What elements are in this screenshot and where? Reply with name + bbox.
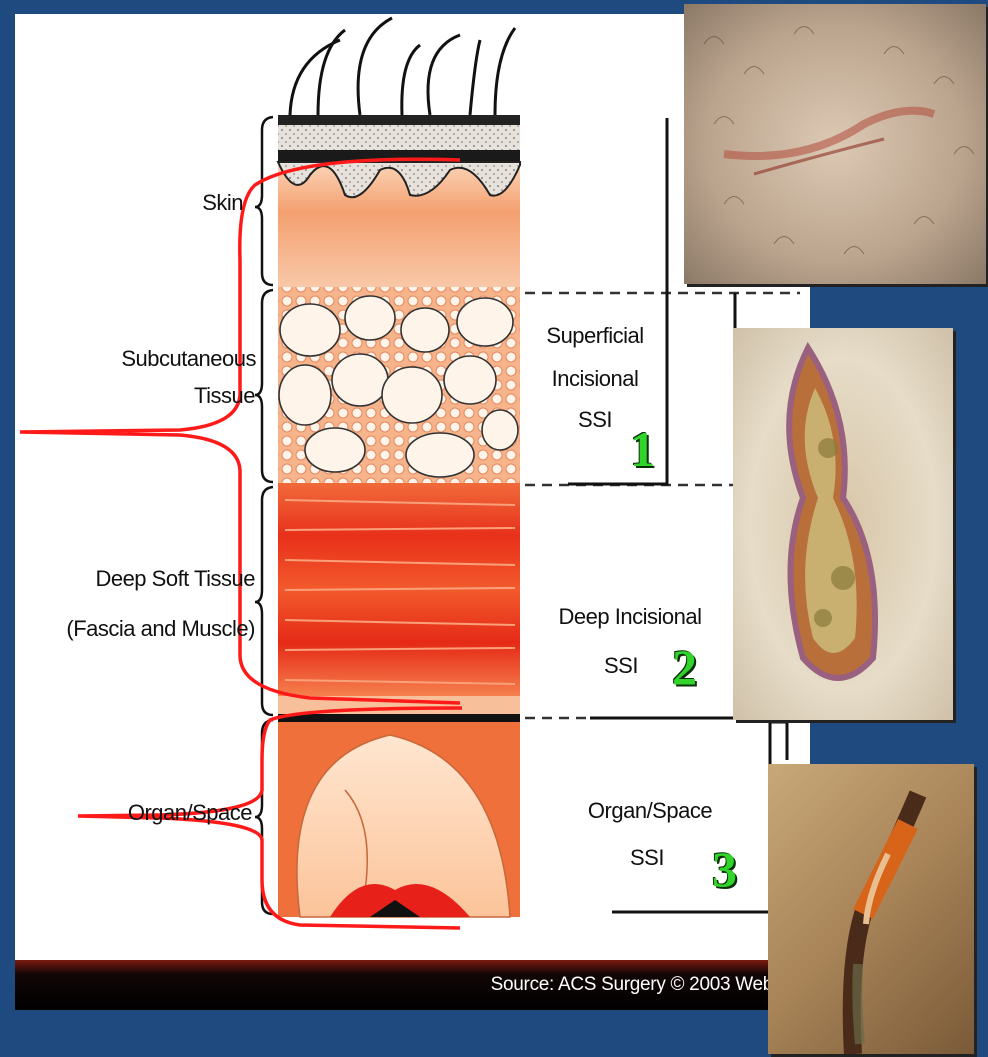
epidermis-top: [278, 115, 520, 125]
photo-deep-ssi: [733, 328, 953, 720]
label-skin: Skin: [202, 190, 243, 216]
number-1: 1: [630, 420, 655, 478]
number-3: 3: [712, 840, 737, 898]
deep-wound-image: [733, 328, 953, 720]
label-subcutaneous-1: Subcutaneous: [121, 346, 256, 372]
label-deep-2: (Fascia and Muscle): [66, 616, 255, 642]
label-deep-1: Deep Soft Tissue: [95, 566, 255, 592]
source-footer: Source: ACS Surgery © 2003 WebMD: [15, 960, 810, 1010]
source-text: Source: ACS Surgery © 2003 WebMD: [491, 974, 802, 996]
label-organ-ssi-2: SSI: [630, 845, 664, 871]
label-subcutaneous-2: Tissue: [194, 383, 255, 409]
organ-space-wound-image: [768, 764, 974, 1054]
left-layer-brackets: [255, 117, 273, 914]
fascia-dark-line: [278, 714, 520, 722]
superficial-wound-image: [684, 4, 986, 284]
epidermis-granular: [278, 125, 520, 150]
label-organ-ssi-1: Organ/Space: [560, 798, 740, 824]
hair-strands: [290, 18, 515, 115]
photo-superficial-ssi: [684, 4, 986, 284]
photo-organ-space-ssi: [768, 764, 974, 1054]
number-2: 2: [672, 638, 697, 696]
label-deep-ssi-1: Deep Incisional: [530, 604, 730, 630]
label-organ: Organ/Space: [128, 800, 252, 826]
label-deep-ssi-2: SSI: [604, 653, 638, 679]
label-superficial-1: Superficial: [530, 323, 660, 349]
label-superficial-2: Incisional: [530, 366, 660, 392]
